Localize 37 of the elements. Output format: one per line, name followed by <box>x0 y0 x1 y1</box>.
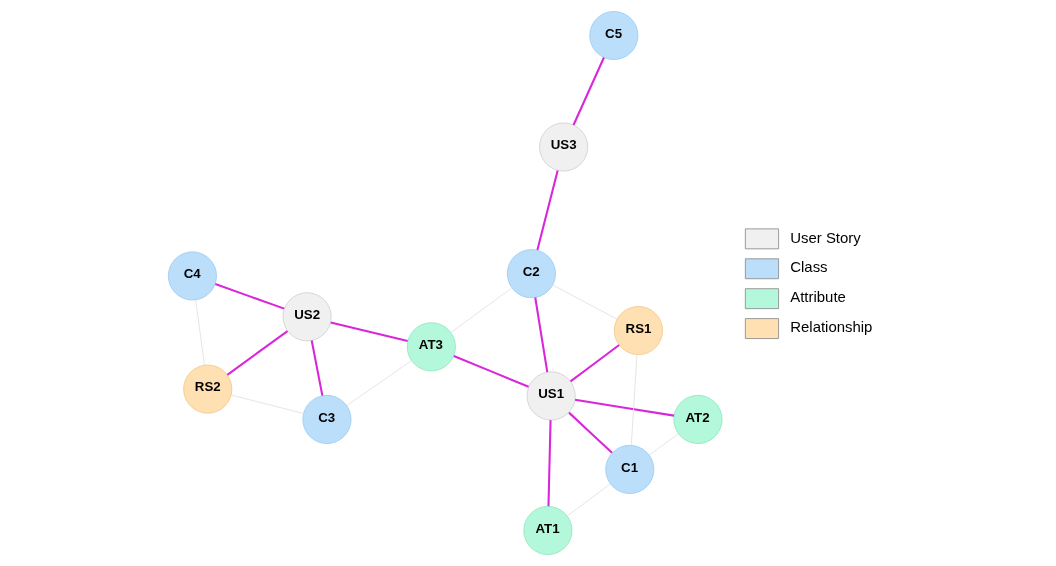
connector <box>566 483 611 517</box>
connector <box>226 330 288 376</box>
connector <box>449 287 512 333</box>
node-circle: C5 <box>588 11 638 61</box>
node-circle: AT3 <box>406 322 456 372</box>
connector <box>546 420 552 507</box>
connector <box>630 354 637 446</box>
connector <box>452 355 529 388</box>
connector <box>567 411 613 454</box>
legend-label: Attribute <box>789 288 846 306</box>
legend-label: Relationship <box>789 318 872 336</box>
node-circle: RS1 <box>613 306 663 356</box>
connector <box>569 344 620 383</box>
connector <box>194 299 205 366</box>
legend-label: User Story <box>789 228 861 246</box>
connector <box>574 398 674 417</box>
connector <box>551 284 617 320</box>
connector <box>329 321 408 343</box>
connector <box>230 394 304 414</box>
node-circle: C1 <box>604 444 654 494</box>
node-circle: RS2 <box>182 364 232 414</box>
connector <box>572 57 605 126</box>
connector <box>214 283 285 310</box>
connector <box>310 340 323 396</box>
node-circle: US2 <box>282 292 332 342</box>
connector <box>345 360 412 407</box>
node-circle: C4 <box>167 251 217 301</box>
node-circle: AT1 <box>522 505 572 555</box>
node-circle: C2 <box>506 249 556 299</box>
node-circle: US1 <box>526 371 576 421</box>
connector <box>535 170 559 251</box>
connector <box>533 297 548 373</box>
legend-label: Class <box>789 258 828 276</box>
node-circle: AT2 <box>672 394 722 444</box>
node-circle: US3 <box>538 122 588 172</box>
node-circle: C3 <box>301 394 351 444</box>
connector <box>648 433 679 456</box>
